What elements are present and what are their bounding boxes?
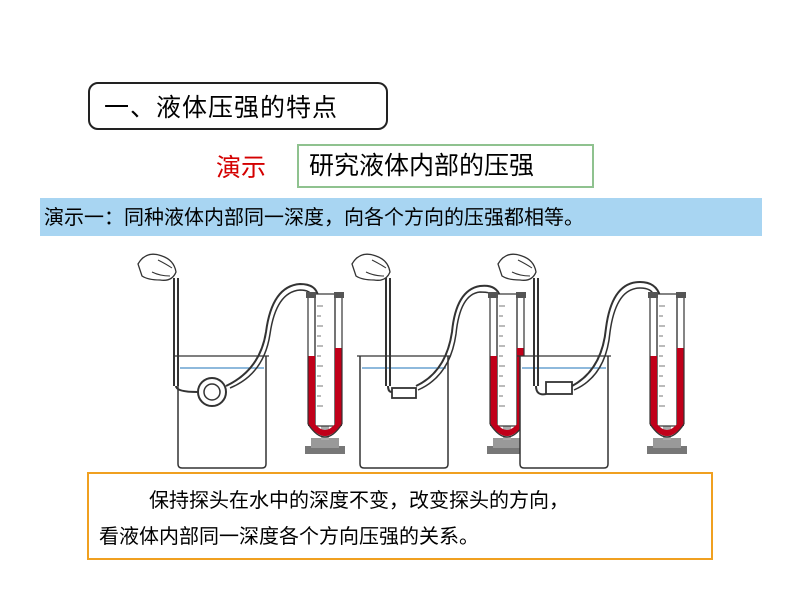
pressure-apparatus-illustration (137, 253, 688, 469)
note-line-1: 保持探头在水中的深度不变，改变探头的方向， (149, 488, 569, 512)
note-line-2: 看液体内部同一深度各个方向压强的关系。 (99, 524, 479, 548)
demo-label: 演示 (216, 153, 267, 182)
demo-topic: 研究液体内部的压强 (297, 144, 594, 188)
demo-conclusion: 演示一：同种液体内部同一深度，向各个方向的压强都相等。 (40, 198, 762, 236)
apparatus-1 (137, 253, 346, 469)
section-title-text: 一、液体压强的特点 (104, 93, 339, 122)
apparatus-2 (351, 253, 528, 469)
instruction-note: 保持探头在水中的深度不变，改变探头的方向， 看液体内部同一深度各个方向压强的关系… (87, 472, 713, 560)
apparatus-3 (497, 253, 688, 469)
section-title: 一、液体压强的特点 (88, 82, 388, 130)
